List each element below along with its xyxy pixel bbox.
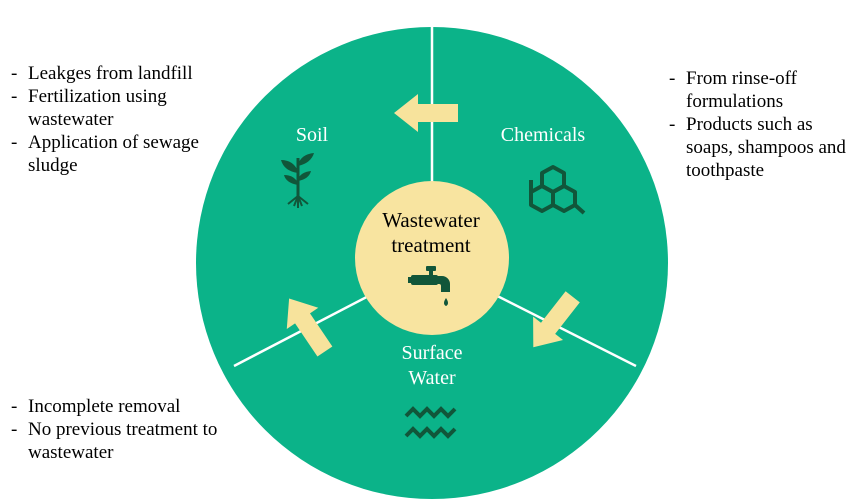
segment-label-surface-line1: Surface xyxy=(401,342,462,364)
surface-water-note-item: Incomplete removal xyxy=(8,395,223,418)
center-title-line2: treatment xyxy=(391,233,470,257)
plant-sprout-icon xyxy=(281,153,314,208)
molecule-hexagon-icon xyxy=(529,165,586,215)
soil-note-item: Fertilization using wastewater xyxy=(8,85,208,131)
soil-note-item: Leakges from landfill xyxy=(8,62,208,85)
water-waves-icon xyxy=(404,406,457,439)
center-title-line1: Wastewater xyxy=(382,208,479,232)
chemicals-note-item: Products such as soaps, shampoos and too… xyxy=(666,113,856,182)
faucet-icon xyxy=(408,266,450,306)
soil-notes-list: Leakges from landfill Fertilization usin… xyxy=(8,62,208,177)
soil-note-item: Application of sewage sludge xyxy=(8,131,208,177)
chemicals-note-item: From rinse-off formulations xyxy=(666,67,856,113)
segment-label-soil: Soil xyxy=(296,124,329,146)
chemicals-notes-list: From rinse-off formulations Products suc… xyxy=(666,67,856,182)
center-circle xyxy=(355,181,509,335)
arrow-water-to-soil xyxy=(286,298,333,357)
arrow-chemicals-to-soil xyxy=(394,94,458,132)
surface-water-note-item: No previous treatment to wastewater xyxy=(8,418,223,464)
arrow-chemicals-to-water xyxy=(533,291,580,348)
segment-label-surface-line2: Water xyxy=(408,367,456,389)
segment-label-chemicals: Chemicals xyxy=(501,124,586,146)
surface-water-notes-list: Incomplete removal No previous treatment… xyxy=(8,395,223,464)
